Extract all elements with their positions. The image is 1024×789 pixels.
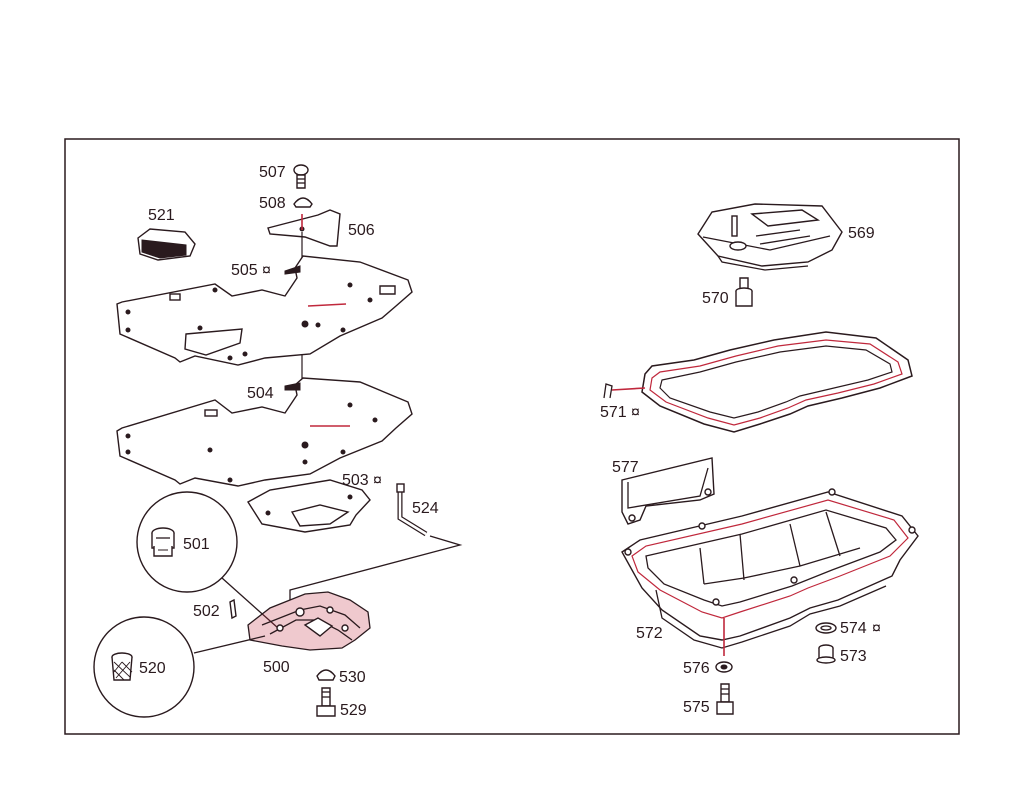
label-504[interactable]: 504 [247, 385, 274, 402]
leader-501 [221, 577, 279, 629]
label-507[interactable]: 507 [259, 164, 286, 181]
label-520[interactable]: 520 [139, 660, 166, 677]
marker-574: ¤ [872, 620, 881, 637]
gasket-571 [603, 331, 913, 433]
connector-521 [137, 228, 196, 261]
callout-circle-520 [93, 616, 195, 718]
bolt-507 [293, 164, 309, 189]
label-521[interactable]: 521 [148, 207, 175, 224]
valve-body-500 [247, 591, 371, 651]
label-530[interactable]: 530 [339, 669, 366, 686]
plate-505 [116, 255, 413, 366]
label-524[interactable]: 524 [412, 500, 439, 517]
label-508[interactable]: 508 [259, 195, 286, 212]
label-506[interactable]: 506 [348, 222, 375, 239]
label-570[interactable]: 570 [702, 290, 729, 307]
washer-530 [316, 669, 336, 681]
label-505[interactable]: 505 [231, 262, 258, 279]
label-503[interactable]: 503 [342, 472, 369, 489]
plug-573 [816, 644, 836, 664]
diagram-frame [64, 138, 960, 735]
plate-504 [116, 377, 413, 487]
gasket-503 [247, 479, 371, 533]
label-501[interactable]: 501 [183, 536, 210, 553]
bolt-575 [716, 683, 734, 715]
solenoid-501 [151, 527, 175, 557]
tube-524 [396, 483, 428, 537]
callout-circle-501 [136, 491, 238, 593]
clip-502 [229, 598, 237, 620]
label-529[interactable]: 529 [340, 702, 367, 719]
label-577[interactable]: 577 [612, 459, 639, 476]
oil-pan-572 [621, 488, 919, 656]
filter-520 [111, 652, 133, 681]
label-571[interactable]: 571 [600, 404, 627, 421]
label-573[interactable]: 573 [840, 648, 867, 665]
label-500[interactable]: 500 [263, 659, 290, 676]
marker-505: ¤ [262, 262, 271, 279]
marker-503: ¤ [373, 472, 382, 489]
label-575[interactable]: 575 [683, 699, 710, 716]
seal-ring-574 [815, 622, 837, 634]
label-569[interactable]: 569 [848, 225, 875, 242]
label-572[interactable]: 572 [636, 625, 663, 642]
label-576[interactable]: 576 [683, 660, 710, 677]
marker-571: ¤ [631, 404, 640, 421]
washer-508 [293, 197, 313, 208]
filter-569 [697, 203, 843, 271]
leader-520 [193, 635, 266, 654]
bolt-529 [316, 687, 336, 717]
label-502[interactable]: 502 [193, 603, 220, 620]
seal-570 [735, 277, 753, 307]
bracket-577 [621, 457, 715, 525]
label-574[interactable]: 574 [840, 620, 867, 637]
leader-524 [289, 535, 463, 600]
